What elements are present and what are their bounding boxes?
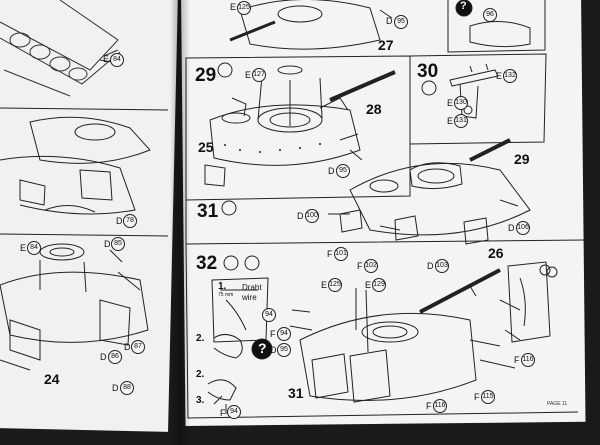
wire-measure: 75 mm [218,292,234,298]
callout-d87-prefix: D [124,342,131,352]
callout-d87: 87 [131,340,145,354]
step-32-number: 32 [196,253,218,274]
callout-f101-prefix: F [327,249,333,259]
subassembly-26-label: 26 [488,245,504,261]
callout-e125-prefix: E [230,2,237,12]
callout-e125: 125 [237,1,251,15]
callout-d78: 78 [123,214,137,228]
top-right-frame [447,0,546,53]
subassembly-31-label: 31 [288,385,304,401]
callout-e129-prefix: E [365,280,372,290]
callout-e84: 84 [110,53,124,67]
callout-e127: 127 [252,68,266,82]
callout-f94b: 94 [227,405,241,419]
callout-e131: 131 [454,114,468,128]
callout-e127-prefix: E [245,70,252,80]
step-30-frame [409,53,547,145]
callout-e131-prefix: E [447,116,454,126]
step-32-frame [185,243,579,419]
callout-e132-prefix: E [496,71,503,81]
question-icon-top: ? [460,0,467,12]
step-29-number: 29 [195,65,217,86]
callout-d85: 85 [111,237,125,251]
inset-step-3: 3. [196,395,205,406]
callout-d95: 95 [394,15,408,29]
inset-step-1: 1. [218,281,227,292]
step-29-frame [185,55,411,201]
inset-step-2b: 2. [196,369,205,380]
callout-f94-prefix: F [270,329,276,339]
callout-d95c: 95 [277,343,291,357]
callout-d88: 88 [120,381,134,395]
callout-e125b-prefix: E [321,280,328,290]
step-31-number: 31 [197,201,219,222]
callout-e84b: 84 [27,241,41,255]
callout-d103-prefix: D [427,261,434,271]
callout-e130-prefix: E [447,98,454,108]
callout-d95c-prefix: D [270,345,277,355]
wire-label-en: wire [242,293,257,302]
callout-d86: 86 [108,350,122,364]
callout-f102: 102 [364,259,378,273]
callout-d88-prefix: D [112,383,119,393]
callout-d95b-prefix: D [328,166,335,176]
callout-f94: 94 [277,327,291,341]
subassembly-24-label: 24 [44,371,60,387]
subassembly-27-label: 27 [378,37,394,53]
step-30-number: 30 [417,61,439,82]
subassembly-29-label: 29 [514,151,530,167]
callout-f115-prefix: F [474,392,480,402]
callout-e130: 130 [454,96,468,110]
callout-f102-prefix: F [357,261,363,271]
callout-d106: 106 [516,221,530,235]
callout-d100-prefix: D [297,211,304,221]
callout-e125b: 125 [328,278,342,292]
callout-f116b: 116 [521,353,535,367]
callout-f116-prefix: F [426,401,432,411]
page-gutter [170,0,190,445]
subassembly-28-label: 28 [366,101,382,117]
inset-step-2: 2. [196,333,205,344]
callout-96: 96 [483,8,497,22]
callout-d95b: 95 [336,164,350,178]
callout-d85-prefix: D [104,239,111,249]
callout-f116b-prefix: F [514,355,520,365]
callout-d78-prefix: D [116,216,123,226]
question-icon: ? [258,340,267,356]
callout-e132: 132 [503,69,517,83]
callout-e129: 129 [372,278,386,292]
page-footer: PAGE 11 [547,401,568,407]
callout-d86-prefix: D [100,352,107,362]
callout-f115: 115 [481,390,495,404]
callout-d95-prefix: D [386,16,393,26]
callout-d100: 100 [305,209,319,223]
subassembly-25-label: 25 [198,139,214,155]
callout-f94b-prefix: F [220,408,226,418]
callout-d103: 103 [435,259,449,273]
callout-f101: 101 [334,247,348,261]
callout-e84-prefix: E [103,54,110,64]
callout-d106-prefix: D [508,223,515,233]
callout-f116: 116 [433,399,447,413]
callout-e84b-prefix: E [20,243,27,253]
callout-f94c: 94 [262,308,276,322]
wire-label-de: Draht [242,283,262,292]
